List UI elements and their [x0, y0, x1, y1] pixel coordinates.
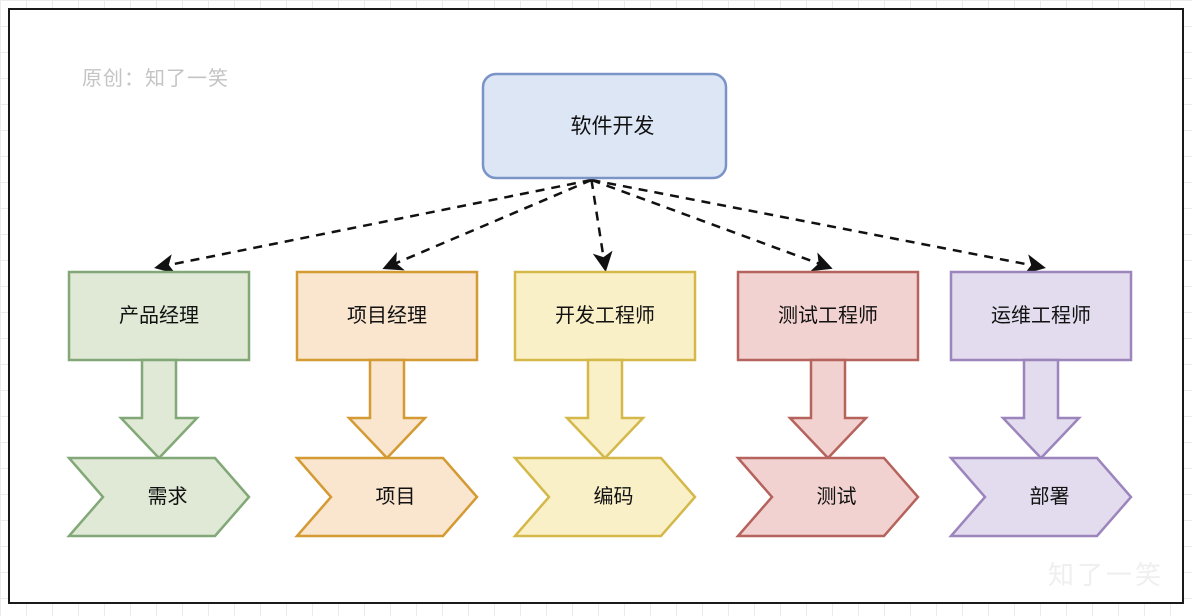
- branch-ops-engineer-role-shape[interactable]: [949, 270, 1133, 362]
- root-node-shape[interactable]: [481, 72, 728, 180]
- branch-product-manager-stage-shape[interactable]: [66, 456, 251, 538]
- watermark-bottom-right: 知了一笑: [1047, 560, 1164, 590]
- branch-ops-engineer-stage-shape[interactable]: [948, 456, 1133, 538]
- branch-test-engineer-block-arrow: [787, 358, 869, 460]
- branch-project-manager-role-shape[interactable]: [295, 270, 479, 362]
- branch-product-manager-block-arrow: [118, 358, 200, 460]
- branch-dev-engineer-stage-shape[interactable]: [512, 456, 697, 538]
- branch-test-engineer-role-shape[interactable]: [736, 270, 920, 362]
- connector-root-to-branch-ops-engineer: [591, 178, 1046, 274]
- diagram-canvas[interactable]: 原创：知了一笑 软件开发产品经理需求项目经理项目开发工程师编码测试工程师测试运维…: [8, 8, 1184, 604]
- connector-root-to-branch-project-manager: [382, 178, 592, 271]
- branch-dev-engineer-block-arrow: [564, 358, 646, 460]
- root-connectors: [154, 178, 1046, 274]
- flowchart-graphic: [66, 72, 1133, 538]
- branch-product-manager-role-shape[interactable]: [67, 270, 251, 362]
- branch-test-engineer-stage-shape[interactable]: [735, 456, 920, 538]
- branch-project-manager-stage-shape[interactable]: [294, 456, 479, 538]
- branch-project-manager-block-arrow: [346, 358, 428, 460]
- watermark-top-left: 原创：知了一笑: [82, 68, 229, 90]
- branch-ops-engineer-block-arrow: [1000, 358, 1082, 460]
- node-shapes: [66, 72, 1133, 538]
- connector-root-to-branch-dev-engineer: [590, 179, 613, 272]
- connector-root-to-branch-product-manager: [154, 178, 592, 274]
- branch-dev-engineer-role-shape[interactable]: [513, 270, 697, 362]
- connector-root-to-branch-test-engineer: [591, 178, 833, 272]
